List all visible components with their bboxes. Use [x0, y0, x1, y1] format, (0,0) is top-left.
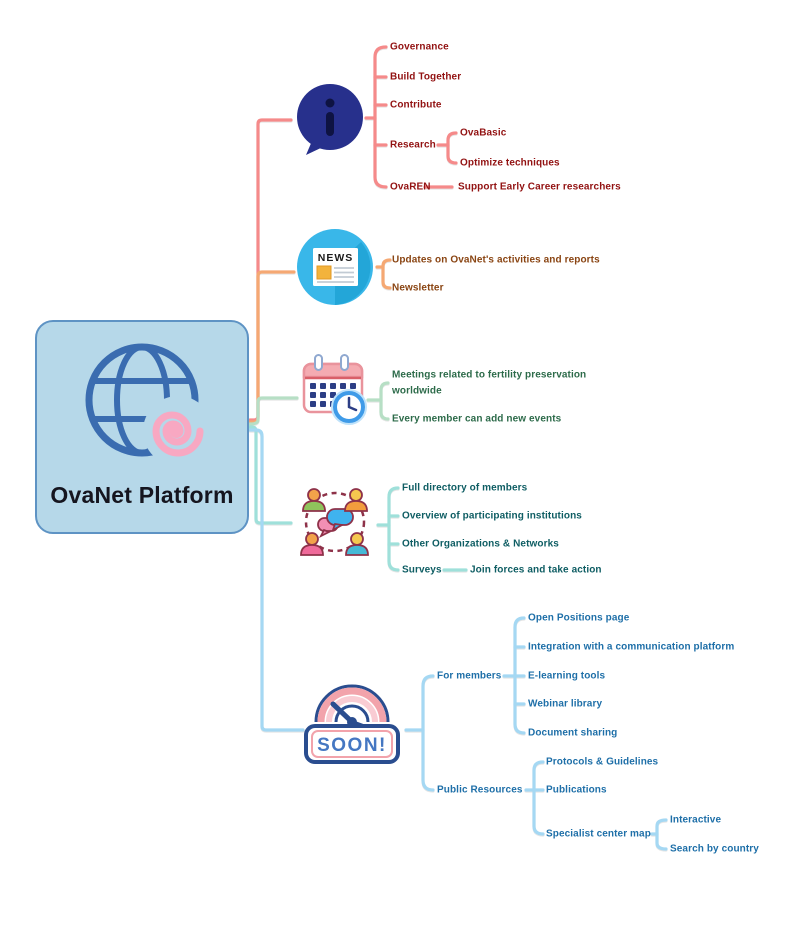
node-document-sharing[interactable]: Document sharing [528, 727, 618, 739]
branch-events-wires [248, 381, 390, 426]
node-optimize-techniques[interactable]: Optimize techniques [460, 157, 560, 169]
node-join-forces[interactable]: Join forces and take action [470, 564, 602, 576]
node-search-by-country[interactable]: Search by country [670, 843, 759, 855]
globe-logo-icon [85, 343, 213, 466]
node-interactive[interactable]: Interactive [670, 814, 722, 826]
central-node-label: OvaNet Platform [50, 482, 234, 508]
node-integration-communication-platform[interactable]: Integration with a communication platfor… [528, 641, 735, 653]
node-full-directory[interactable]: Full directory of members [402, 482, 528, 494]
news-icon-text: NEWS [318, 252, 354, 264]
member-figures [300, 488, 369, 556]
node-build-together[interactable]: Build Together [390, 71, 462, 83]
node-public-resources[interactable]: Public Resources [437, 784, 523, 796]
node-ovabasic[interactable]: OvaBasic [460, 127, 507, 139]
node-ovaren[interactable]: OvaREN [390, 181, 431, 193]
central-node-ovanet-platform[interactable]: OvaNet Platform [35, 320, 249, 534]
pink-spiral-icon [152, 411, 204, 457]
node-webinar-library[interactable]: Webinar library [528, 698, 603, 710]
newspaper-icon[interactable]: NEWS [293, 226, 377, 310]
node-surveys[interactable]: Surveys [402, 564, 442, 576]
calendar-clock-icon[interactable] [296, 350, 376, 430]
node-support-early-career-researchers[interactable]: Support Early Career researchers [458, 181, 621, 193]
node-meetings-fertility-preservation[interactable]: Meetings related to fertility preservati… [392, 369, 587, 397]
branch-members-wires [248, 425, 468, 572]
node-protocols-guidelines[interactable]: Protocols & Guidelines [546, 756, 659, 768]
node-newsletter[interactable]: Newsletter [392, 282, 444, 294]
node-specialist-center-map[interactable]: Specialist center map [546, 828, 651, 840]
info-speech-bubble-icon[interactable] [292, 81, 368, 157]
node-every-member-add-events[interactable]: Every member can add new events [392, 413, 562, 425]
soon-icon-text: SOON! [317, 735, 387, 756]
node-for-members[interactable]: For members [437, 670, 502, 682]
node-publications[interactable]: Publications [546, 784, 607, 796]
node-updates-activities-reports[interactable]: Updates on OvaNet's activities and repor… [392, 254, 600, 266]
node-other-organizations-networks[interactable]: Other Organizations & Networks [402, 538, 559, 550]
coming-soon-gauge-icon[interactable]: SOON! [300, 676, 404, 770]
node-governance[interactable]: Governance [390, 41, 449, 53]
node-elearning-tools[interactable]: E-learning tools [528, 670, 606, 682]
group-discussion-icon[interactable] [291, 477, 379, 565]
node-research[interactable]: Research [390, 139, 436, 151]
newspaper-lines [317, 267, 354, 283]
node-overview-institutions[interactable]: Overview of participating institutions [402, 510, 582, 522]
node-open-positions-page[interactable]: Open Positions page [528, 612, 630, 624]
branch-about-wires [248, 45, 458, 422]
branch-soon-wires [248, 428, 668, 851]
node-contribute[interactable]: Contribute [390, 99, 442, 111]
